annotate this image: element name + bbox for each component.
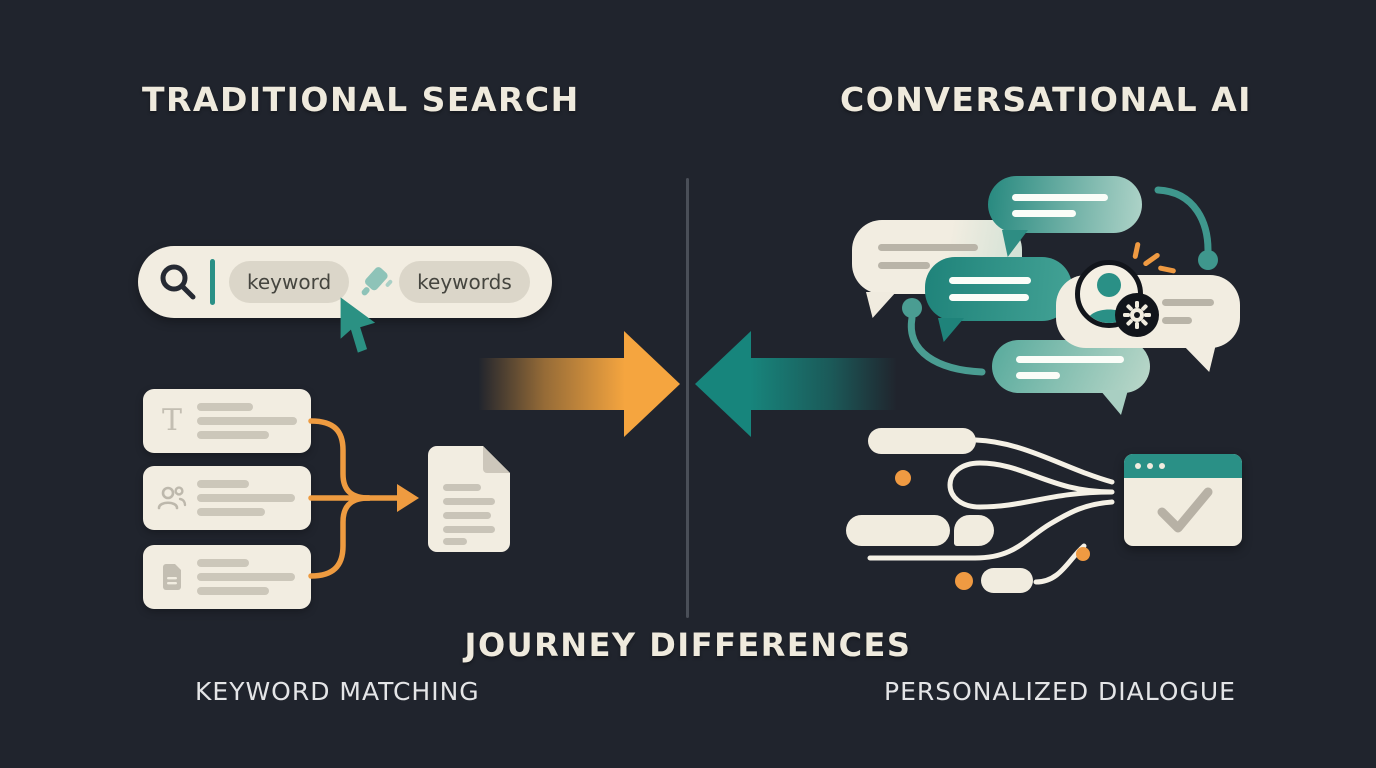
cursor-icon	[340, 297, 376, 353]
window-dot	[1147, 463, 1153, 469]
result-card-document	[143, 545, 311, 609]
keyword-chip: keyword	[229, 261, 350, 303]
bubble-text-line	[1016, 356, 1124, 363]
bubble-tail	[1182, 344, 1216, 372]
left-caption: KEYWORD MATCHING	[195, 677, 480, 706]
connector-curve-left	[902, 298, 986, 376]
flow-pill	[868, 428, 976, 454]
left-panel-title: TRADITIONAL SEARCH	[142, 80, 580, 119]
center-divider	[686, 178, 689, 618]
chat-bubble-teal-mid	[925, 257, 1072, 321]
result-card-people	[143, 466, 311, 530]
bubble-text-line	[878, 244, 978, 251]
browser-header	[1124, 454, 1242, 478]
connector-curve-top-right	[1154, 186, 1218, 270]
chat-bubble-gradient-bottom	[992, 340, 1150, 393]
bubble-text-line	[1162, 299, 1214, 306]
footer-title: JOURNEY DIFFERENCES	[464, 626, 912, 664]
spark-icon	[1132, 241, 1141, 260]
skeleton-line	[197, 587, 269, 595]
bubble-text-line	[949, 294, 1029, 301]
gear-icon	[1115, 293, 1159, 337]
search-icon	[160, 264, 196, 300]
journey-flow-lines	[867, 437, 1115, 590]
bubble-text-line	[1012, 210, 1076, 217]
flow-pill	[846, 515, 950, 546]
keywords-chip: keywords	[399, 261, 530, 303]
users-icon	[155, 485, 189, 511]
bubble-text-line	[1016, 372, 1060, 379]
skeleton-line	[197, 508, 265, 516]
bubble-tail	[1100, 390, 1128, 415]
right-panel-title: CONVERSATIONAL AI	[840, 80, 1252, 119]
skeleton-line	[197, 559, 249, 567]
merge-arrow-connector	[308, 418, 419, 579]
checkmark-icon	[1157, 487, 1213, 533]
document-small-icon	[155, 563, 189, 591]
bubble-text-line	[949, 277, 1031, 284]
skeleton-line	[197, 480, 249, 488]
orange-right-arrow-icon	[478, 331, 680, 437]
skeleton-line	[197, 494, 295, 502]
document-icon	[428, 446, 510, 552]
flow-blob	[954, 515, 994, 546]
gavel-icon	[361, 267, 393, 296]
right-caption: PERSONALIZED DIALOGUE	[884, 677, 1236, 706]
text-caret	[210, 259, 215, 305]
result-card-text: T	[143, 389, 311, 453]
window-dot	[1159, 463, 1165, 469]
bubble-text-line	[1162, 317, 1192, 324]
skeleton-line	[197, 403, 253, 411]
teal-left-arrow-icon	[695, 331, 897, 437]
skeleton-line	[197, 573, 295, 581]
chat-bubble-teal-top	[988, 176, 1142, 233]
bubble-tail	[866, 292, 896, 318]
browser-window-icon	[1124, 454, 1242, 546]
bubble-text-line	[878, 262, 930, 269]
skeleton-line	[197, 417, 297, 425]
skeleton-line	[197, 431, 269, 439]
flow-pill	[981, 568, 1033, 593]
bubble-text-line	[1012, 194, 1108, 201]
window-dot	[1135, 463, 1141, 469]
text-icon: T	[161, 403, 182, 438]
